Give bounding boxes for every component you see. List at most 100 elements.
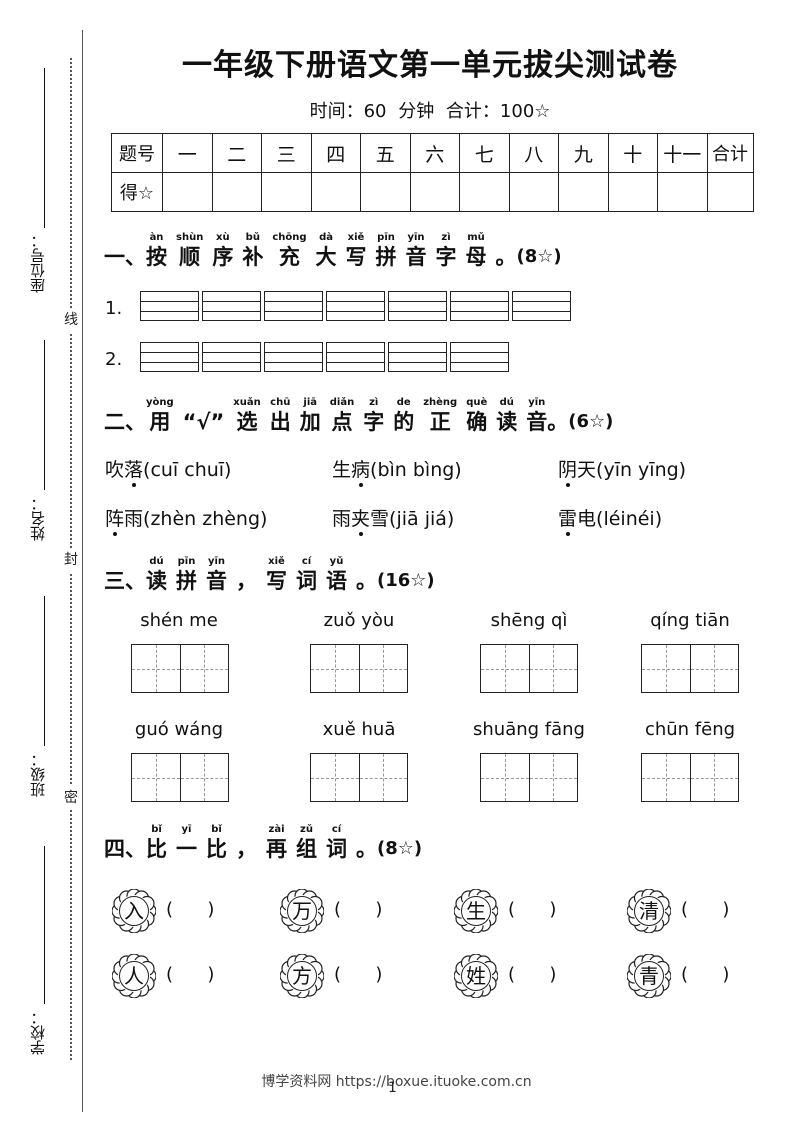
compare-char: 入 bbox=[124, 899, 144, 923]
answer-parentheses[interactable]: ( ) bbox=[681, 964, 730, 985]
pinyin-options[interactable]: (bìn bìng) bbox=[370, 459, 462, 481]
class-field: 班级： bbox=[29, 752, 47, 797]
pinyin-writing-box[interactable] bbox=[512, 291, 571, 321]
pinyin-writing-box[interactable] bbox=[326, 291, 385, 321]
pinyin-options[interactable]: (cuī chuī) bbox=[143, 459, 232, 481]
compare-char: 生 bbox=[466, 899, 486, 923]
character-grid[interactable] bbox=[641, 644, 739, 693]
col-header: 三 bbox=[261, 133, 312, 173]
pinyin-writing-box[interactable] bbox=[450, 291, 509, 321]
pinyin-options[interactable]: (léinéi) bbox=[596, 508, 663, 530]
section3-score: (16☆) bbox=[377, 570, 435, 591]
flower-char-frame: 万 bbox=[280, 889, 324, 933]
flower-char-frame: 青 bbox=[627, 954, 671, 998]
answer-parentheses[interactable]: ( ) bbox=[166, 899, 215, 920]
pinyin-writing-box[interactable] bbox=[202, 291, 261, 321]
seal-label-close: 密 bbox=[62, 786, 80, 810]
flower-frame-icon bbox=[280, 954, 324, 998]
score-cell[interactable] bbox=[261, 172, 312, 212]
answer-parentheses[interactable]: ( ) bbox=[508, 964, 557, 985]
score-cell[interactable] bbox=[310, 172, 361, 212]
flower-frame-icon bbox=[112, 889, 156, 933]
answer-parentheses[interactable]: ( ) bbox=[681, 899, 730, 920]
col-header: 一 bbox=[162, 133, 213, 173]
character-grid[interactable] bbox=[310, 753, 408, 802]
school-line[interactable] bbox=[44, 846, 45, 1004]
character-grid[interactable] bbox=[310, 644, 408, 693]
score-cell[interactable] bbox=[657, 172, 708, 212]
choice-item: 阴天(yīn yīng) bbox=[558, 455, 687, 487]
character-grid[interactable] bbox=[131, 644, 229, 693]
score-cell[interactable] bbox=[508, 172, 559, 212]
section1-score: (8☆) bbox=[516, 246, 562, 267]
pinyin-word: guó wáng bbox=[134, 719, 224, 740]
col-header: 七 bbox=[459, 133, 510, 173]
character-grid[interactable] bbox=[480, 644, 578, 693]
character-grid[interactable] bbox=[131, 753, 229, 802]
pinyin-writing-box[interactable] bbox=[326, 342, 385, 372]
answer-parentheses[interactable]: ( ) bbox=[334, 964, 383, 985]
class-line[interactable] bbox=[44, 596, 45, 746]
score-cell[interactable] bbox=[459, 172, 510, 212]
score-cell-total[interactable] bbox=[706, 172, 754, 212]
pinyin-writing-box[interactable] bbox=[140, 291, 199, 321]
dotted-char: 落 bbox=[124, 455, 143, 487]
pinyin-options[interactable]: (jiā jiá) bbox=[389, 508, 455, 530]
col-header: 五 bbox=[360, 133, 411, 173]
score-cell[interactable] bbox=[558, 172, 609, 212]
character-grid[interactable] bbox=[480, 753, 578, 802]
section1-number: 一、 bbox=[104, 245, 146, 269]
pinyin-writing-box[interactable] bbox=[264, 342, 323, 372]
character-grid[interactable] bbox=[641, 753, 739, 802]
compare-char: 人 bbox=[124, 964, 144, 988]
col-header: 十一 bbox=[657, 133, 708, 173]
section4-number: 四、 bbox=[104, 837, 146, 861]
pinyin-writing-box[interactable] bbox=[388, 342, 447, 372]
dotted-char: 雷 bbox=[558, 504, 577, 536]
answer-parentheses[interactable]: ( ) bbox=[334, 899, 383, 920]
pinyin-writing-box[interactable] bbox=[202, 342, 261, 372]
score-cell[interactable] bbox=[162, 172, 213, 212]
pinyin-writing-box[interactable] bbox=[388, 291, 447, 321]
score-cell[interactable] bbox=[409, 172, 460, 212]
pinyin-writing-box[interactable] bbox=[140, 342, 199, 372]
seal-label-seal: 封 bbox=[62, 548, 80, 572]
flower-frame-icon bbox=[454, 954, 498, 998]
name-line[interactable] bbox=[44, 340, 45, 490]
section2-number: 二、 bbox=[104, 410, 146, 434]
seat-number-line[interactable] bbox=[44, 68, 45, 228]
heading-period: 。 bbox=[356, 837, 377, 861]
score-table-header-row: 题号 一 二 三 四 五 六 七 八 九 十 十一 合计 bbox=[111, 133, 754, 173]
heading-comma: ， bbox=[236, 837, 257, 861]
pinyin-writing-box[interactable] bbox=[264, 291, 323, 321]
flower-char-frame: 方 bbox=[280, 954, 324, 998]
pinyin-options[interactable]: (zhèn zhèng) bbox=[143, 508, 268, 530]
answer-parentheses[interactable]: ( ) bbox=[166, 964, 215, 985]
flower-frame-icon bbox=[454, 889, 498, 933]
score-cell[interactable] bbox=[360, 172, 411, 212]
answer-parentheses[interactable]: ( ) bbox=[508, 899, 557, 920]
score-cell[interactable] bbox=[211, 172, 262, 212]
pinyin-options[interactable]: (yīn yīng) bbox=[596, 459, 687, 481]
pinyin-writing-box[interactable] bbox=[450, 342, 509, 372]
score-cell[interactable] bbox=[607, 172, 658, 212]
pinyin-word: chūn fēng bbox=[644, 719, 736, 740]
